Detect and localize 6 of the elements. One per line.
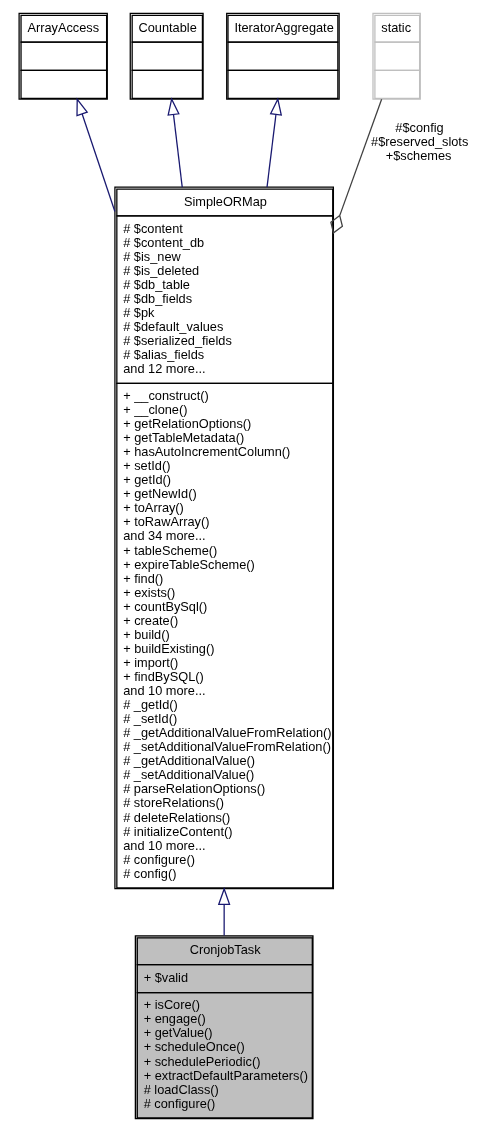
edge-label: #$config #$reserved_slots +$schemes xyxy=(371,120,469,164)
arrow xyxy=(266,97,283,188)
arrow xyxy=(217,887,231,937)
arrow xyxy=(76,97,116,213)
arrow xyxy=(167,97,183,188)
connector xyxy=(330,98,383,234)
